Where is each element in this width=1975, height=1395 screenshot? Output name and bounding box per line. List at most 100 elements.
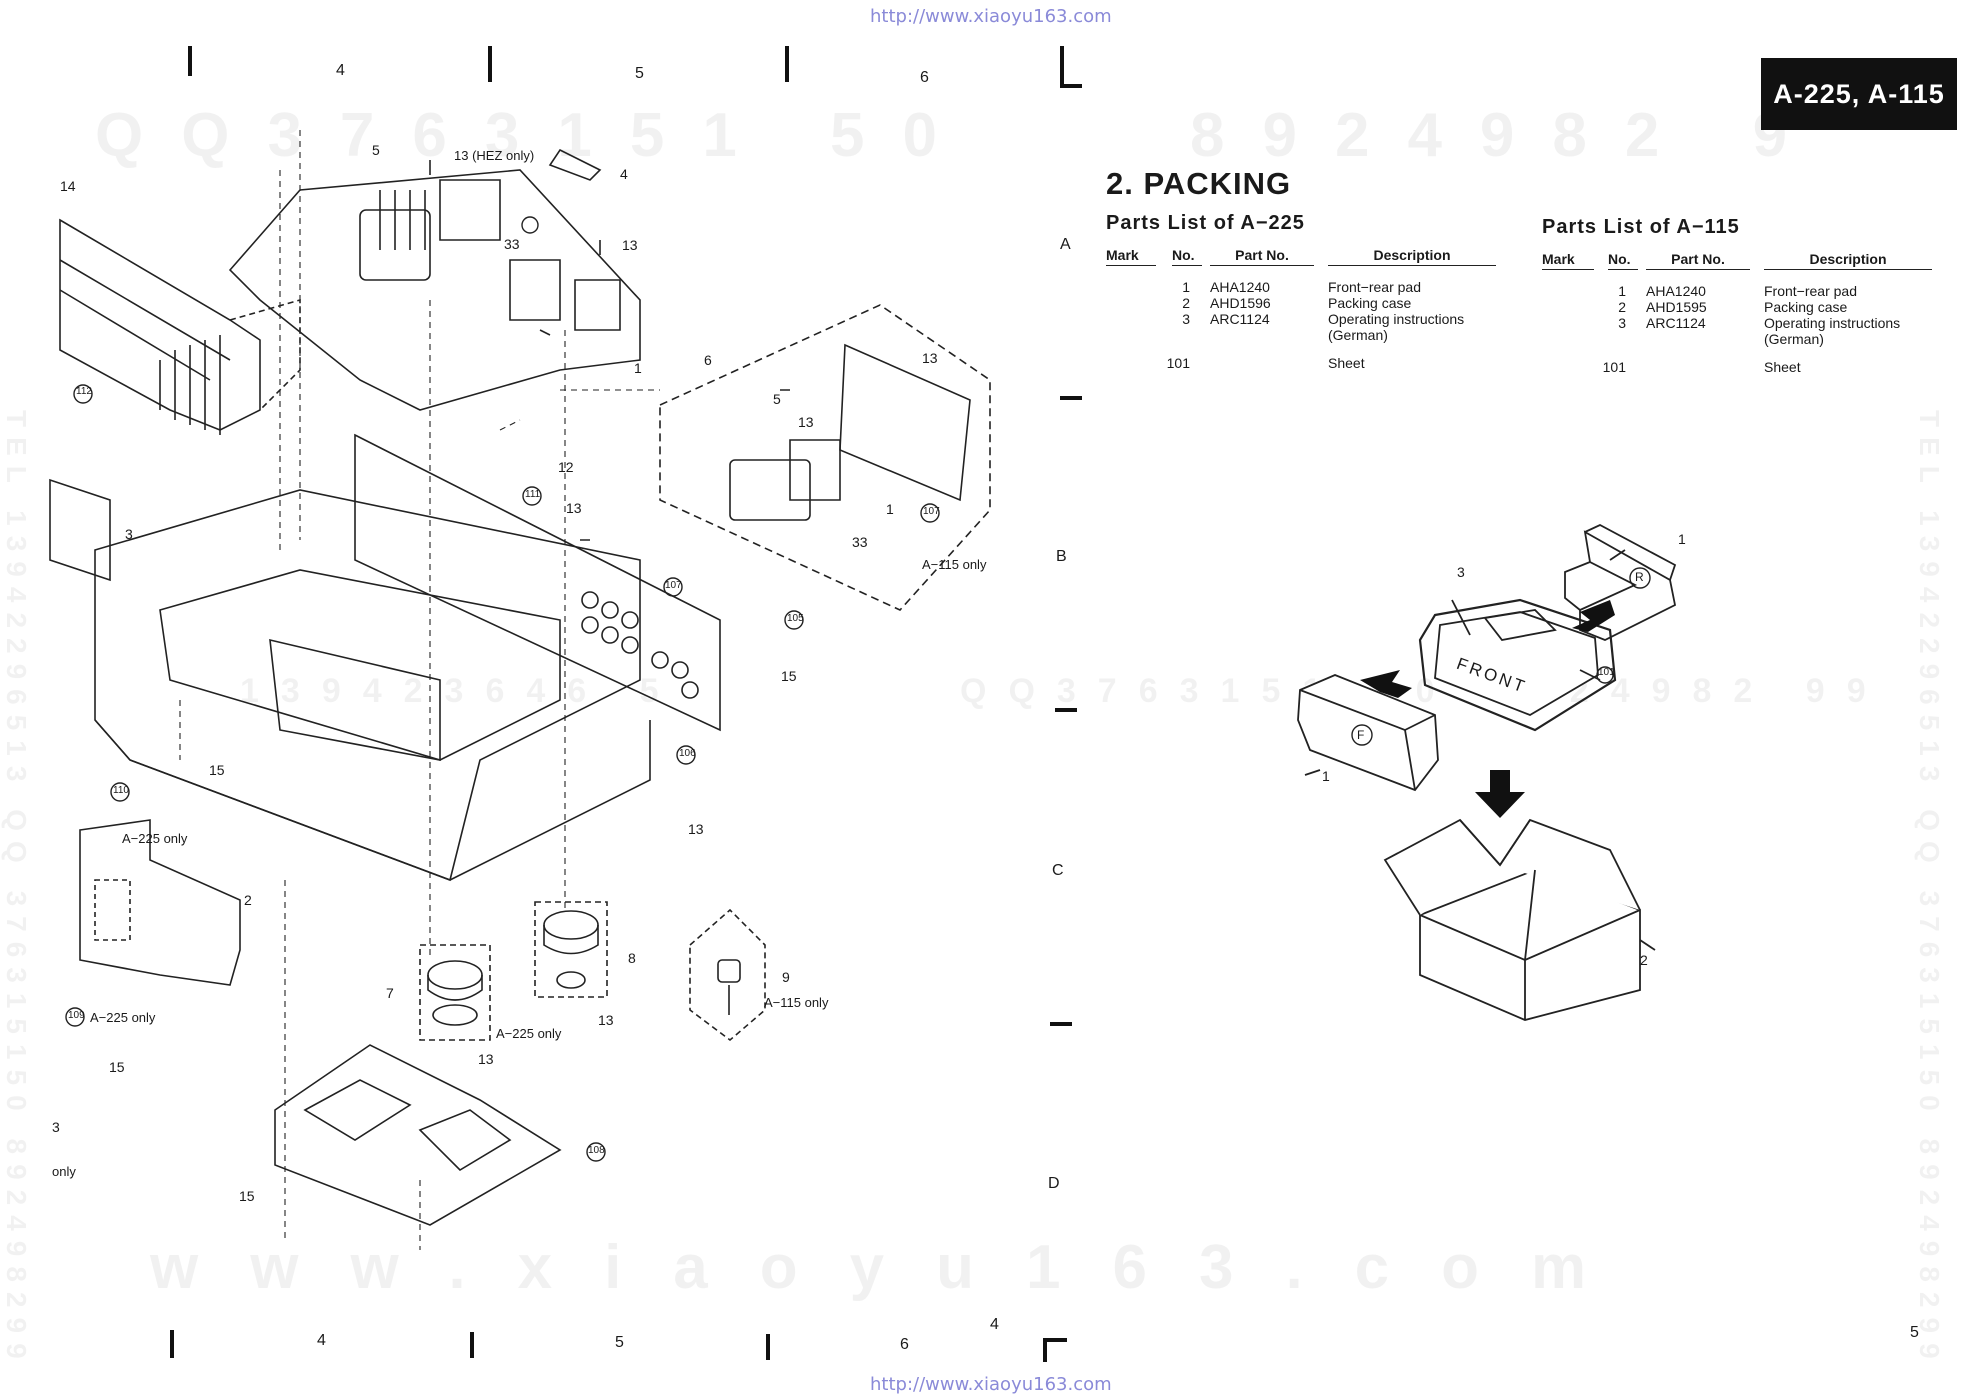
callout-13f: 13 xyxy=(478,1051,494,1067)
label-a115-only-b: A−115 only xyxy=(764,995,829,1010)
callout-33: 33 xyxy=(504,236,520,252)
a115-inset-outline xyxy=(659,304,991,611)
col-header-desc: Description xyxy=(1328,247,1496,266)
foot-8 xyxy=(534,901,608,998)
packing-callout-1-left: 1 xyxy=(1322,768,1330,784)
source-url-top[interactable]: http://www.xiaoyu163.com xyxy=(870,6,1112,27)
grid-col-bottom: 4 xyxy=(317,1332,326,1349)
grid-row-letter: B xyxy=(1056,548,1067,565)
grid-tick xyxy=(470,1332,474,1358)
callout-105: 105 xyxy=(787,613,804,624)
callout-3b: 3 xyxy=(52,1119,60,1135)
watermark-middle-left: 139423646 5 xyxy=(240,672,681,710)
grid-row-letter: C xyxy=(1052,862,1064,879)
page-number-right: 5 xyxy=(1910,1324,1919,1341)
callout-15d: 15 xyxy=(239,1188,255,1204)
col-header-mark: Mark xyxy=(1542,251,1594,270)
parts-cell-desc: Operating instructions (German) xyxy=(1328,311,1465,343)
parts-cell-part: AHA1240 xyxy=(1210,279,1270,295)
unit-in-sheet xyxy=(1418,598,1617,732)
callout-5b: 5 xyxy=(773,391,781,407)
input-board-outline xyxy=(79,819,241,986)
callout-112: 112 xyxy=(76,386,92,397)
grid-col-bottom: 6 xyxy=(900,1336,909,1353)
packing-callout-101: 101 xyxy=(1598,667,1615,678)
packing-callout-2: 2 xyxy=(1640,952,1648,968)
parts-cell-desc: Packing case xyxy=(1764,299,1848,315)
packing-diagram xyxy=(1297,523,1677,1021)
callout-13-hez: 13 (HEZ only) xyxy=(454,148,535,163)
grid-corner xyxy=(1060,46,1064,88)
parts-cell-desc: Operating instructions (German) xyxy=(1764,315,1901,347)
parts-list-title: Parts List of A−225 xyxy=(1106,212,1305,234)
callout-111: 111 xyxy=(525,489,541,500)
source-url-bottom[interactable]: http://www.xiaoyu163.com xyxy=(870,1374,1112,1395)
pad-mark-f: F xyxy=(1357,728,1365,742)
parts-cell-desc: Packing case xyxy=(1328,295,1412,311)
callout-109: 109 xyxy=(68,1010,85,1021)
parts-cell-part: ARC1124 xyxy=(1210,311,1270,327)
grid-row-letter: A xyxy=(1060,236,1071,253)
col-header-part: Part No. xyxy=(1646,251,1750,270)
parts-cell-part: ARC1124 xyxy=(1646,315,1706,331)
pad-mark-r: R xyxy=(1635,570,1644,584)
watermark-vertical-right: TEL 13942296513 QQ 376315150 892498299 xyxy=(1914,410,1945,1369)
rear-panel-outline xyxy=(354,433,721,732)
grid-tick xyxy=(488,46,492,82)
parts-cell-part: AHD1596 xyxy=(1210,295,1271,311)
model-badge: A-225, A-115 xyxy=(1761,58,1957,130)
parts-list-a225: Parts List of A−225 Mark No. Part No. De… xyxy=(1106,212,1526,381)
grid-corner xyxy=(1060,84,1082,88)
parts-cell-no: 2 xyxy=(1182,295,1190,311)
grid-row-letter: D xyxy=(1048,1175,1060,1192)
label-a225-only-c: A−225 only xyxy=(496,1026,562,1041)
grid-tick xyxy=(188,46,192,76)
parts-cell-desc: Front−rear pad xyxy=(1328,279,1421,295)
watermark-top-right: 8924982 9 xyxy=(1190,101,1826,170)
grid-col-top: 6 xyxy=(920,69,929,86)
callout-3: 3 xyxy=(125,526,133,542)
watermark-bottom: www.xiaoyu163.com xyxy=(150,1233,1639,1302)
callout-1: 1 xyxy=(634,360,642,376)
parts-cell-part: AHA1240 xyxy=(1646,283,1706,299)
parts-cell-part: AHD1595 xyxy=(1646,299,1707,315)
callout-13b: 13 xyxy=(798,414,814,430)
grid-tick xyxy=(766,1334,770,1360)
packing-callout-3: 3 xyxy=(1457,564,1465,580)
parts-cell-desc: Sheet xyxy=(1328,355,1365,371)
callout-107a: 107 xyxy=(923,506,940,517)
callout-13i: 13 xyxy=(922,350,938,366)
callout-13d: 13 xyxy=(688,821,704,837)
foot-a225 xyxy=(419,944,491,1041)
callout-106: 106 xyxy=(679,748,696,759)
parts-cell-no: 1 xyxy=(1618,283,1626,299)
watermark-top-left: QQ3763151 50 xyxy=(95,101,976,170)
grid-tick xyxy=(170,1330,174,1358)
grid-tick xyxy=(785,46,789,82)
callout-7: 7 xyxy=(386,985,394,1001)
grid-col-top: 4 xyxy=(336,62,345,79)
main-chassis-outline xyxy=(94,489,641,882)
callout-33b: 33 xyxy=(852,534,868,550)
packing-callout-1-top: 1 xyxy=(1678,531,1686,547)
exploded-view-diagram xyxy=(49,130,991,1250)
callout-15b: 15 xyxy=(209,762,225,778)
grid-side-tick xyxy=(1050,1022,1072,1026)
callout-108: 108 xyxy=(588,1145,605,1156)
label-a225-only: A−225 only xyxy=(122,831,188,846)
grid-side-tick xyxy=(1060,396,1082,400)
callout-8: 8 xyxy=(628,950,636,966)
parts-cell-no: 3 xyxy=(1182,311,1190,327)
callout-4: 4 xyxy=(620,166,628,182)
foot-a115-inset xyxy=(689,908,766,1042)
grid-col-top: 5 xyxy=(635,65,644,82)
parts-cell-no: 101 xyxy=(1602,359,1626,375)
bottom-plate-outline xyxy=(274,1044,562,1226)
callout-14: 14 xyxy=(60,178,76,194)
page-number-left: 4 xyxy=(990,1316,999,1333)
callout-107b: 107 xyxy=(665,580,682,591)
callout-9: 9 xyxy=(782,969,790,985)
callout-13: 13 xyxy=(622,237,638,253)
callout-6: 6 xyxy=(704,352,712,368)
parts-cell-desc: Sheet xyxy=(1764,359,1801,375)
